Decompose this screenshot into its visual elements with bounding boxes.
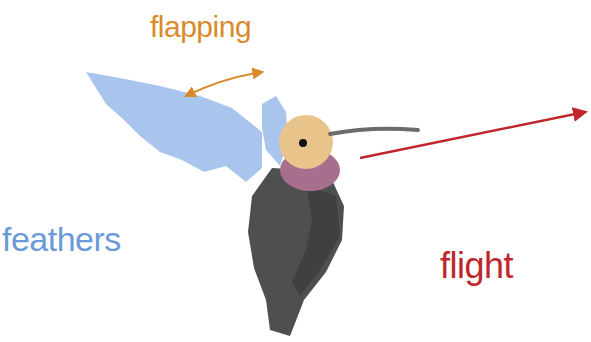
label-text: flapping [150,12,251,42]
bird-head [279,115,333,169]
flapping-arrow [186,72,262,96]
bird-beak [330,129,418,134]
label-text: flight [440,248,513,284]
bird-belly-shade [292,186,340,296]
flight-arrow [360,112,585,158]
bird-eye [299,139,307,147]
bird-body [248,168,344,336]
wing-shape [86,72,262,182]
label-text: feathers [2,222,121,256]
